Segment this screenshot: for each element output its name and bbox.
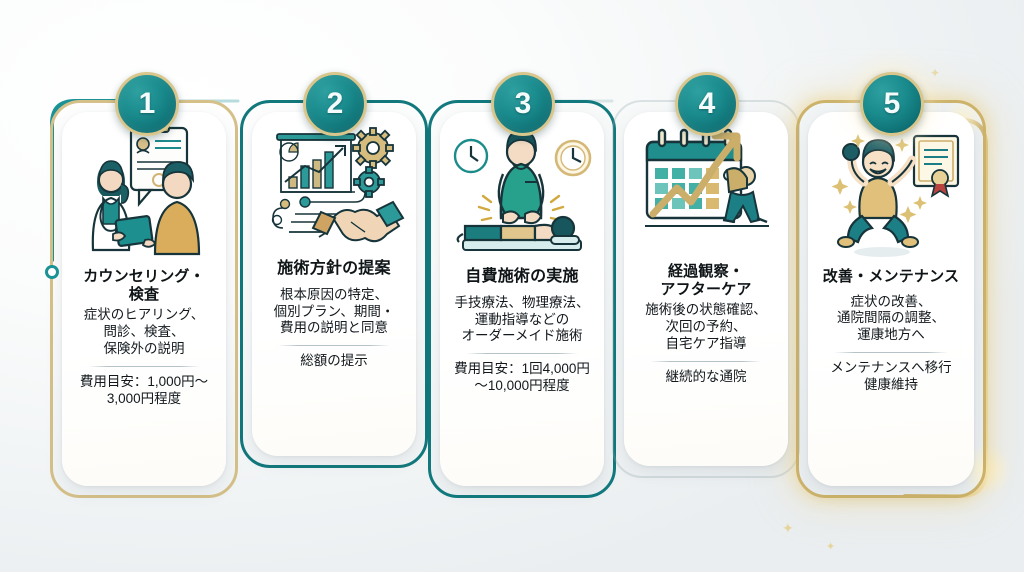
card-body-2: 施術方針の提案 根本原因の特定、 個別プラン、期間・ 費用の説明と同意 総額の提… bbox=[252, 252, 416, 381]
card-note-3: 費用目安：1回4,000円 ～10,000円程度 bbox=[454, 361, 590, 394]
step-number-1: 1 bbox=[138, 87, 156, 120]
step-badge-5[interactable]: 5 bbox=[860, 72, 924, 136]
card-description-3: 手技療法、物理療法、 運動指導などの オーダーメイド施術 bbox=[454, 294, 590, 344]
divider bbox=[465, 353, 579, 355]
card-note-5: メンテナンスへ移行 健康維持 bbox=[830, 359, 952, 392]
card-body-4: 経過観察・ アフターケア 施術後の状態確認、 次回の予約、 自宅ケア指導 継続的… bbox=[624, 257, 788, 397]
card-body-1: カウンセリング・ 検査 症状のヒアリング、 問診、検査、 保険外の説明 費用目安… bbox=[62, 262, 226, 419]
card-title-2: 施術方針の提案 bbox=[277, 260, 391, 277]
step-number-4: 4 bbox=[698, 87, 716, 120]
sparkle-icon: ✦ bbox=[782, 520, 794, 536]
card-description-1: 症状のヒアリング、 問診、検査、 保険外の説明 bbox=[83, 307, 205, 356]
card-body-3: 自費施術の実施 手技療法、物理療法、 運動指導などの オーダーメイド施術 費用目… bbox=[440, 262, 604, 406]
divider bbox=[834, 351, 948, 353]
step-card-1[interactable]: カウンセリング・ 検査 症状のヒアリング、 問診、検査、 保険外の説明 費用目安… bbox=[62, 112, 226, 486]
calendar-growth-stretching-icon bbox=[624, 112, 788, 257]
card-title-1: カウンセリング・ 検査 bbox=[83, 268, 205, 303]
step-number-5: 5 bbox=[883, 87, 901, 120]
rail-endpoint-dot bbox=[45, 265, 59, 279]
card-title-4: 経過観察・ アフターケア bbox=[660, 263, 752, 298]
sparkle-icon: ✦ bbox=[826, 541, 836, 553]
sparkle-icon: ✦ bbox=[930, 66, 941, 80]
chart-gears-handshake-icon bbox=[252, 112, 416, 252]
step-number-3: 3 bbox=[514, 87, 532, 120]
divider bbox=[649, 360, 763, 362]
step-card-5[interactable]: 改善・メンテナンス 症状の改善、 通院間隔の調整、 運康地方へ メンテナンスへ移… bbox=[808, 112, 974, 486]
card-title-3: 自費施術の実施 bbox=[465, 268, 579, 285]
card-title-5: 改善・メンテナンス bbox=[822, 268, 960, 285]
card-body-5: 改善・メンテナンス 症状の改善、 通院間隔の調整、 運康地方へ メンテナンスへ移… bbox=[808, 262, 974, 405]
celebration-certificate-icon bbox=[808, 112, 974, 262]
card-description-4: 施術後の状態確認、 次回の予約、 自宅ケア指導 bbox=[645, 302, 767, 351]
card-description-2: 根本原因の特定、 個別プラン、期間・ 費用の説明と同意 bbox=[273, 286, 395, 336]
card-note-4: 継続的な通院 bbox=[665, 368, 747, 384]
step-badge-4[interactable]: 4 bbox=[675, 72, 739, 136]
step-badge-1[interactable]: 1 bbox=[115, 72, 179, 136]
step-card-3[interactable]: 自費施術の実施 手技療法、物理療法、 運動指導などの オーダーメイド施術 費用目… bbox=[440, 112, 604, 486]
therapist-treatment-clock-icon bbox=[440, 112, 604, 262]
doctor-patient-consultation-icon bbox=[62, 112, 226, 262]
card-description-5: 症状の改善、 通院間隔の調整、 運康地方へ bbox=[837, 293, 945, 343]
step-badge-3[interactable]: 3 bbox=[491, 72, 555, 136]
card-note-1: 費用目安：1,000円～ 3,000円程度 bbox=[79, 373, 209, 406]
card-note-2: 総額の提示 bbox=[300, 353, 368, 369]
step-badge-2[interactable]: 2 bbox=[303, 72, 367, 136]
step-number-2: 2 bbox=[326, 87, 344, 120]
divider bbox=[277, 345, 391, 347]
step-card-2[interactable]: 施術方針の提案 根本原因の特定、 個別プラン、期間・ 費用の説明と同意 総額の提… bbox=[252, 112, 416, 456]
step-card-4[interactable]: 経過観察・ アフターケア 施術後の状態確認、 次回の予約、 自宅ケア指導 継続的… bbox=[624, 112, 788, 466]
divider bbox=[87, 365, 201, 367]
